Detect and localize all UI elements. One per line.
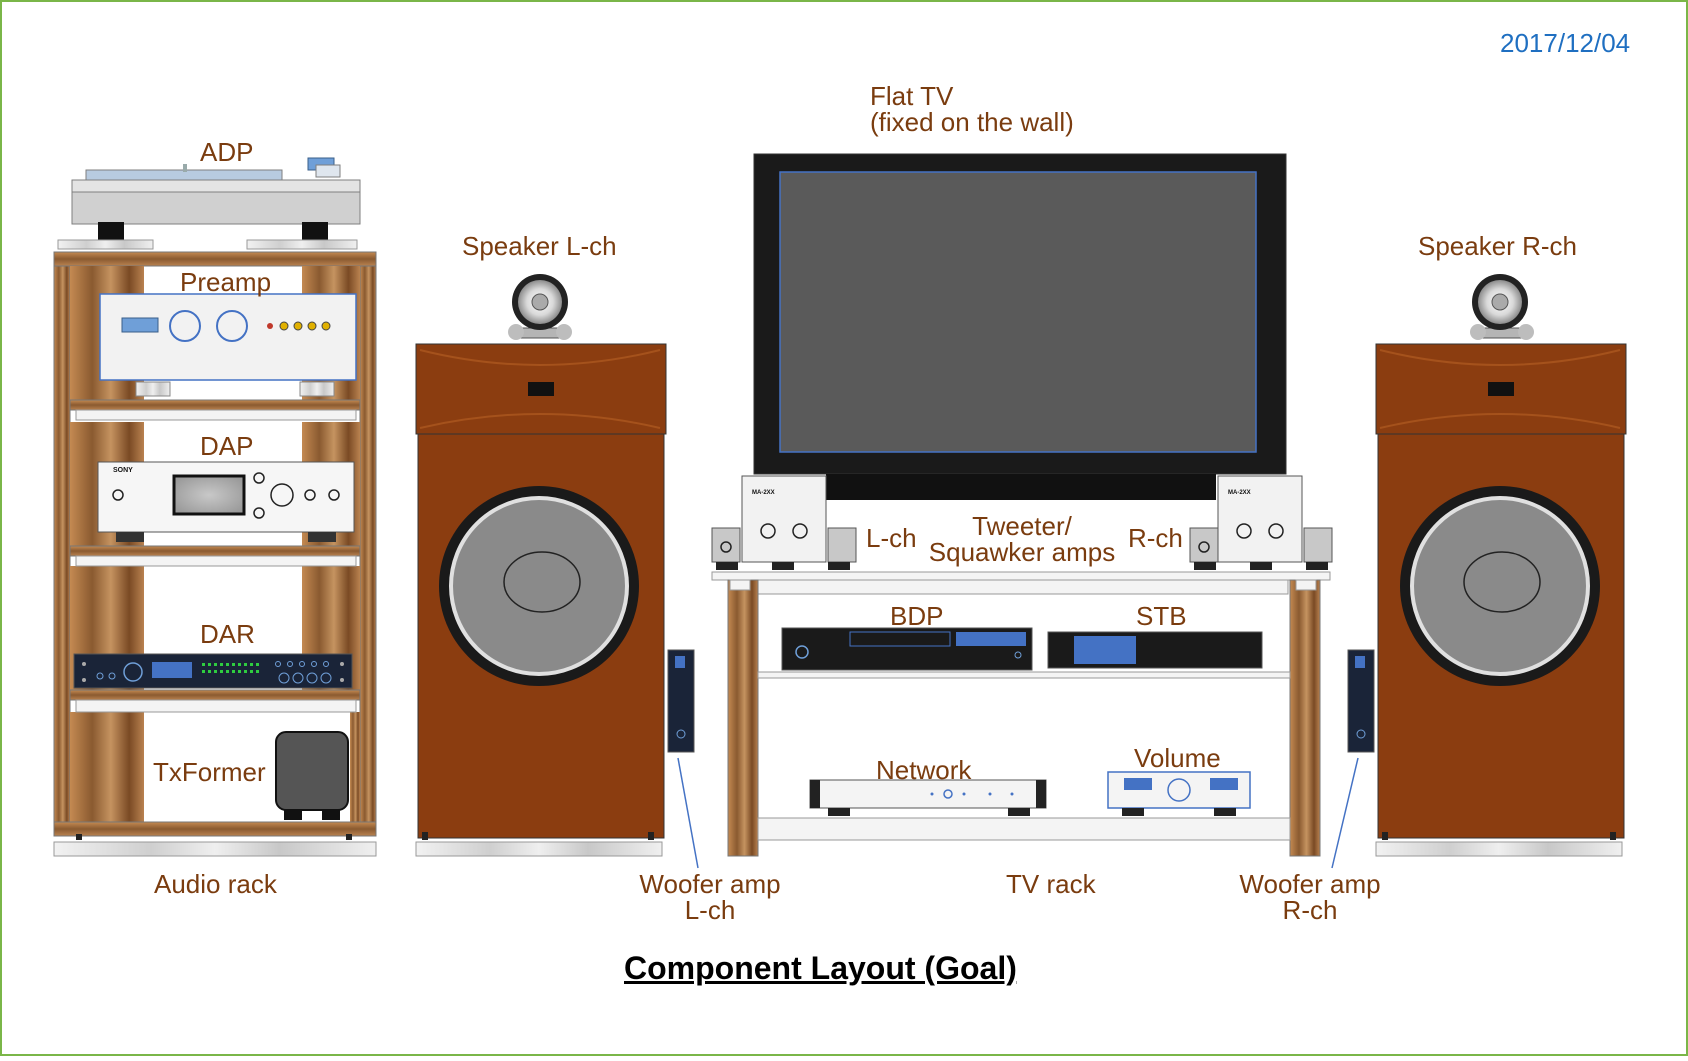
label-tweeter-amps: Tweeter/ <box>972 511 1072 541</box>
label-dar: DAR <box>200 619 255 649</box>
sony-logo-text: SONY <box>113 467 133 474</box>
label-dap: DAP <box>200 431 254 461</box>
tweeter-l <box>508 274 572 340</box>
network-device <box>809 779 1047 816</box>
speaker-r <box>1375 274 1627 857</box>
label-woofer-amp-l-ch: L-ch <box>684 895 736 925</box>
label-stb: STB <box>1136 601 1187 631</box>
dar-device <box>73 653 353 689</box>
label-txformer: TxFormer <box>153 757 266 787</box>
label-squawker-amps: Squawker amps <box>928 537 1116 567</box>
tweeter-amp-l <box>711 475 857 570</box>
bdp-device <box>781 627 1033 671</box>
label-bdp: BDP <box>890 601 944 631</box>
flat-tv <box>753 153 1287 500</box>
label-l-ch: L-ch <box>866 523 917 553</box>
label-audio-rack: Audio rack <box>154 869 277 899</box>
label-r-ch: R-ch <box>1128 523 1183 553</box>
volume-device <box>1107 771 1251 816</box>
stb-device <box>1047 631 1263 669</box>
txformer-device <box>275 731 349 820</box>
label-woofer-amp-r-ch: R-ch <box>1282 895 1338 925</box>
label-woofer-amp-l: Woofer amp <box>639 869 781 899</box>
label-adp: ADP <box>200 137 254 167</box>
label-network: Network <box>876 755 972 785</box>
label-flat-tv: Flat TV <box>870 81 954 111</box>
label-flat-tv-note: (fixed on the wall) <box>870 107 1074 137</box>
date-stamp: 2017/12/04 <box>1500 28 1631 58</box>
woofer-amp-l-device <box>667 649 699 869</box>
preamp-device <box>99 293 357 397</box>
label-volume: Volume <box>1134 743 1221 773</box>
label-speaker-r: Speaker R-ch <box>1418 231 1577 261</box>
dap-device <box>97 461 355 542</box>
speaker-l <box>415 274 667 857</box>
woofer-amp-r-device <box>1331 649 1375 869</box>
label-woofer-amp-r: Woofer amp <box>1239 869 1381 899</box>
label-preamp: Preamp <box>180 267 272 297</box>
audio-rack <box>53 157 377 857</box>
label-tv-rack: TV rack <box>1006 869 1096 899</box>
turntable-adp <box>57 157 361 250</box>
ma-2xx-r-text: MA-2XX <box>1228 490 1251 496</box>
label-speaker-l: Speaker L-ch <box>462 231 617 261</box>
tweeter-r <box>1470 274 1534 340</box>
ma-2xx-l-text: MA-2XX <box>752 490 775 496</box>
tweeter-amp-r <box>1189 475 1333 570</box>
diagram-title: Component Layout (Goal) <box>624 950 1017 986</box>
tv-rack <box>711 475 1333 857</box>
